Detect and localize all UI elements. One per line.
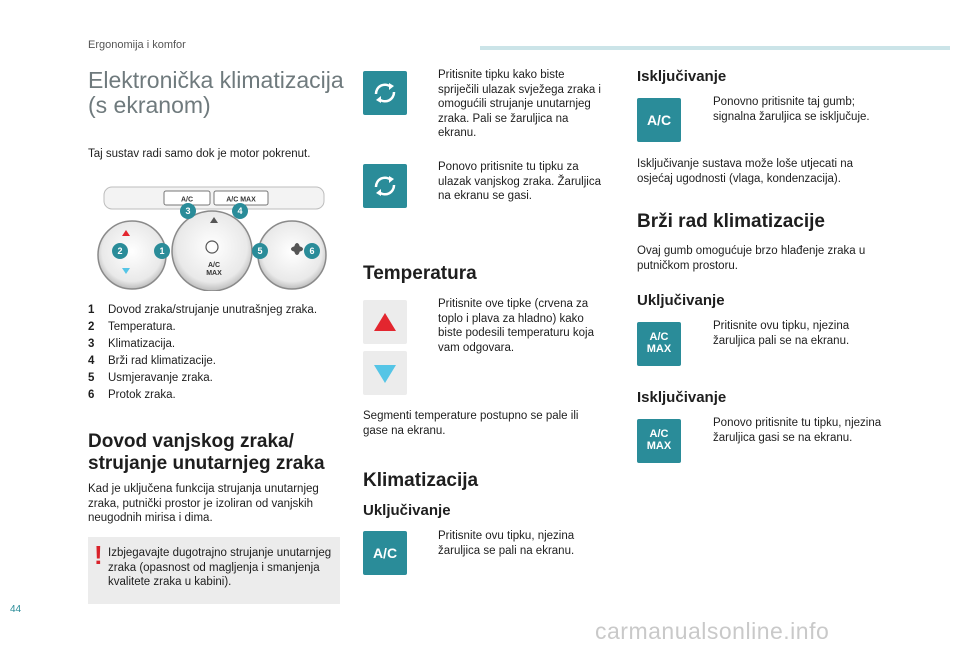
panel-dial-max: MAX [206, 270, 222, 277]
header-bar [480, 46, 950, 50]
recirc-on-item: Pritisnite tipku kako biste spriječili u… [438, 69, 601, 139]
temp-up-button-icon [363, 300, 407, 344]
page-number: 44 [10, 604, 22, 615]
max-on-item: Pritisnite ovu tipku, njezina žaruljica … [713, 320, 850, 347]
panel-ac-label: A/C [181, 197, 193, 204]
ac-off-button-icon: A/C [637, 98, 681, 142]
recirculation-icon [374, 176, 396, 196]
page-title-line1: Elektronička klimatizacija [88, 67, 344, 93]
ac-on-heading: Uključivanje [363, 502, 451, 519]
climate-panel-illustration: A/C A/C MAX A/C MAX 1 2 3 4 5 6 [97, 186, 327, 291]
ac-heading: Klimatizacija [363, 470, 479, 491]
callout-2: 2 [117, 246, 122, 256]
acmax-button-icon: A/C MAX [637, 322, 681, 366]
warning-icon: ! [94, 540, 103, 570]
warning-box [88, 537, 340, 604]
panel-acmax-label: A/C MAX [226, 197, 256, 204]
ac-off-item: Ponovno pritisnite taj gumb; signalna ža… [713, 96, 870, 123]
temp-down-button-icon [363, 351, 407, 395]
page-title: Elektronička klimatizacija (s ekranom) [88, 68, 344, 118]
callout-5: 5 [257, 246, 262, 256]
recirc-button-icon [363, 71, 407, 115]
triangle-up-red-icon [374, 313, 396, 331]
temperature-heading: Temperatura [363, 263, 477, 284]
max-heading: Brži rad klimatizacije [637, 211, 825, 232]
ac-on-item: Pritisnite ovu tipku, njezina žaruljica … [438, 530, 575, 557]
max-on-heading: Uključivanje [637, 292, 725, 309]
recirc-text: Kad je uključena funkcija strujanja unut… [88, 483, 319, 524]
ac-off-note: Isključivanje sustava može loše utjecati… [637, 158, 854, 185]
callout-6: 6 [309, 246, 314, 256]
section-label: Ergonomija i komfor [88, 39, 186, 51]
callout-1: 1 [159, 246, 164, 256]
callout-3: 3 [185, 206, 190, 216]
page-title-line2: (s ekranom) [88, 92, 211, 118]
recirc-heading: Dovod vanjskog zraka/ strujanje unutarnj… [88, 431, 325, 474]
max-intro: Ovaj gumb omogućuje brzo hlađenje zraka … [637, 245, 866, 272]
triangle-down-blue-icon [374, 365, 396, 383]
ac-off-heading: Isključivanje [637, 68, 727, 85]
recirc-off-item: Ponovo pritisnite tu tipku za ulazak van… [438, 161, 601, 202]
recirculation-icon [374, 83, 396, 103]
watermark: carmanualsonline.info [595, 618, 830, 644]
callout-4: 4 [237, 206, 242, 216]
max-off-heading: Isključivanje [637, 389, 727, 406]
ac-button-icon: A/C [363, 531, 407, 575]
intro-text: Taj sustav radi samo dok je motor pokren… [88, 148, 311, 160]
max-off-item: Ponovo pritisnite tu tipku, njezina žaru… [713, 417, 882, 444]
temperature-item: Pritisnite ove tipke (crvena za toplo i … [438, 298, 594, 354]
recirc-button-icon-2 [363, 164, 407, 208]
panel-dial-ac: A/C [208, 262, 220, 269]
warning-text: Izbjegavajte dugotrajno strujanje unutar… [108, 547, 332, 588]
temp-segments-text: Segmenti temperature postupno se pale il… [363, 410, 579, 437]
acmax-off-button-icon: A/C MAX [637, 419, 681, 463]
